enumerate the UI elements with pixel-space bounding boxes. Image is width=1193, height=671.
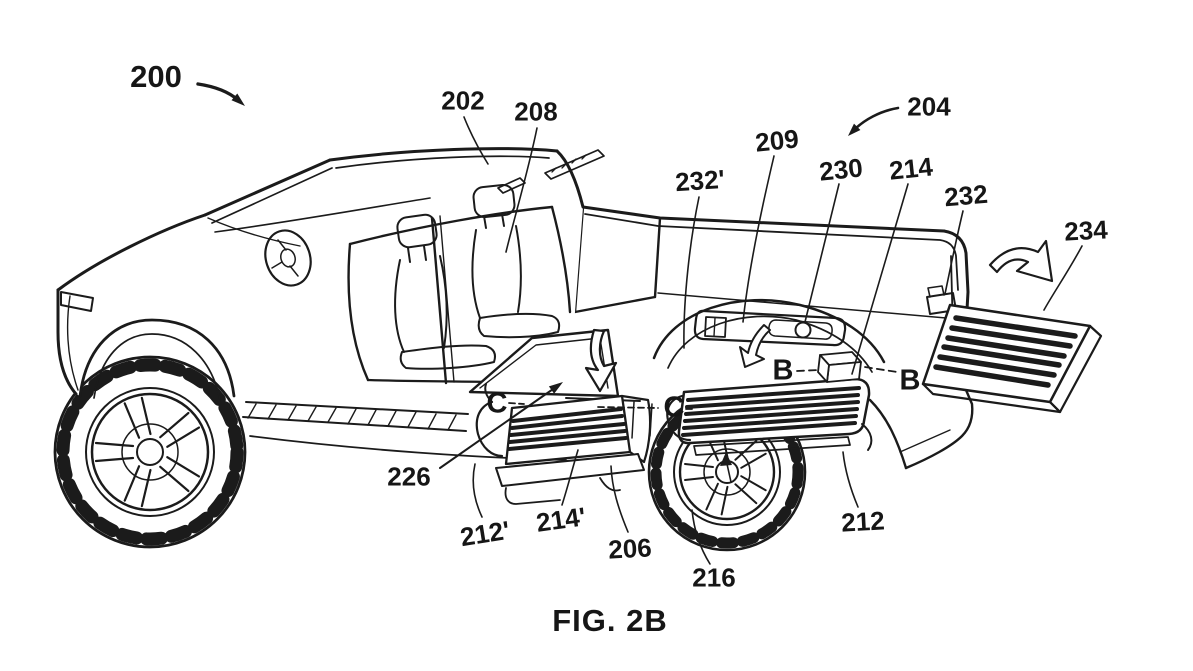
tailgate-open <box>923 305 1101 412</box>
ref-label-209: 209 <box>754 123 800 158</box>
leader-212-prime <box>473 464 482 517</box>
tailgate-rotation-arrow <box>990 241 1052 281</box>
section-marker-b-right: B <box>900 365 921 398</box>
ref-label-230: 230 <box>818 152 864 187</box>
section-marker-c-right: C <box>664 392 685 425</box>
ref-label-206: 206 <box>608 532 653 565</box>
ref-label-214: 214 <box>888 151 934 186</box>
ref-label-208: 208 <box>514 97 557 128</box>
section-marker-c-left: C <box>487 388 508 421</box>
ref-label-212: 212 <box>841 505 886 538</box>
ref-label-200: 200 <box>130 59 182 95</box>
leader-206 <box>611 466 628 532</box>
ref-label-232: 232 <box>943 179 989 214</box>
ref-label-204: 204 <box>907 92 950 123</box>
leader-212 <box>843 452 858 507</box>
ref-label-202: 202 <box>441 86 484 117</box>
wheel-pointer-arrow <box>720 452 732 482</box>
figure-caption: FIG. 2B <box>552 603 668 639</box>
section-marker-b-left: B <box>773 355 794 388</box>
ref-label-234: 234 <box>1064 214 1109 247</box>
ref-label-216: 216 <box>692 563 735 594</box>
assembly-arrow-200 <box>198 84 245 106</box>
arrow-204 <box>848 108 898 136</box>
ref-label-226: 226 <box>387 462 430 493</box>
ref-label-232-prime: 232' <box>674 164 726 198</box>
